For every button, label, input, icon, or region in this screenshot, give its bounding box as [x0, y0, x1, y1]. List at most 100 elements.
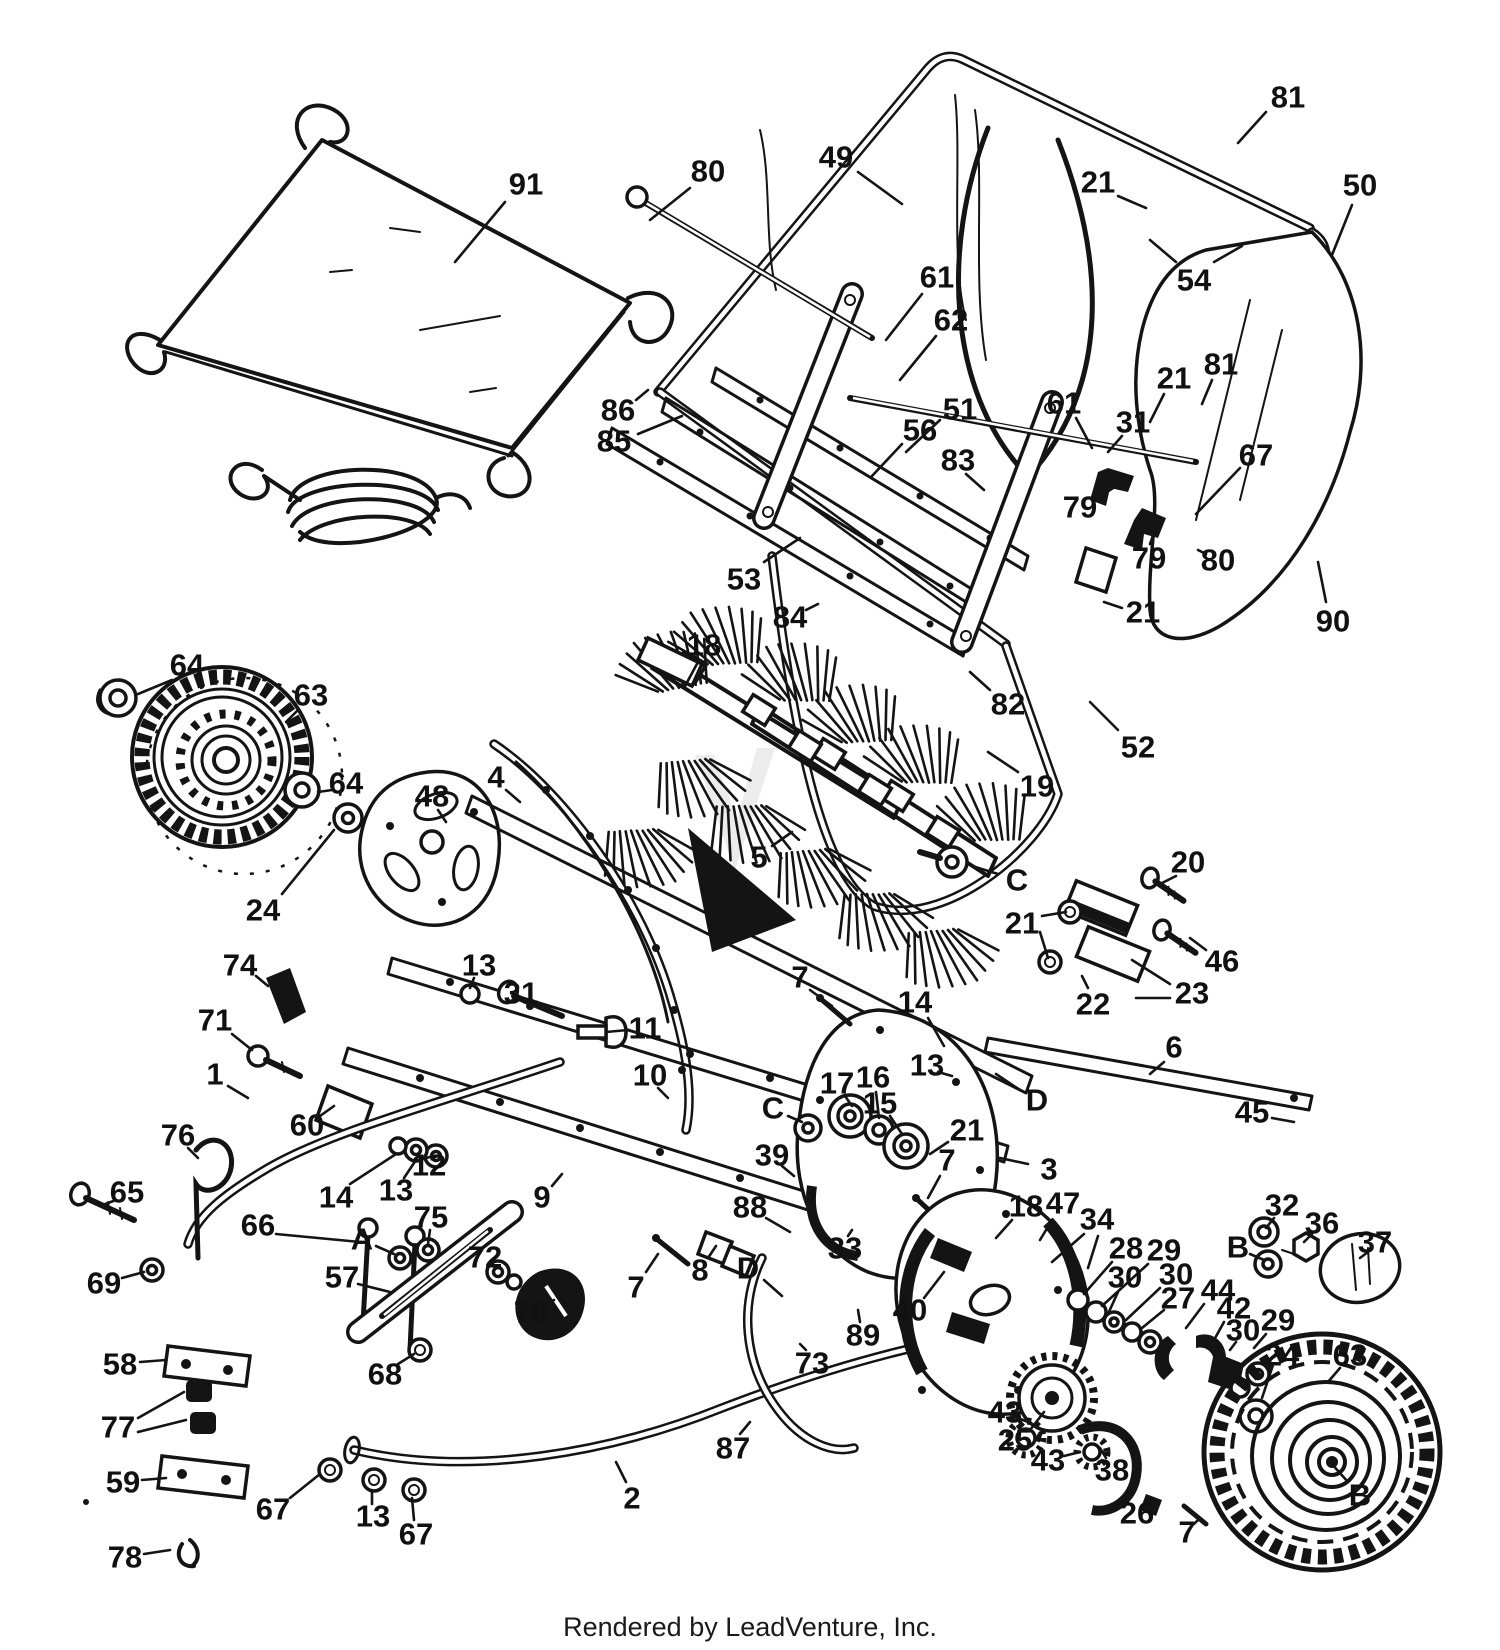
part-label-43: 43: [988, 1395, 1022, 1430]
leader-line-64: [316, 788, 334, 794]
leader-line-64: [136, 678, 174, 696]
leader-line-66: [274, 1232, 362, 1244]
part-label-79: 79: [1132, 541, 1166, 576]
leader-line-24: [1260, 1366, 1274, 1400]
part-label-30: 30: [1108, 1260, 1142, 1295]
part-label-36: 36: [1305, 1206, 1339, 1241]
leader-line-21: [928, 1140, 950, 1156]
leader-line-81: [1200, 378, 1214, 406]
part-label-10: 10: [633, 1058, 667, 1093]
leader-line-63: [284, 708, 300, 724]
part-label-37: 37: [1358, 1225, 1392, 1260]
part-label-18: 18: [1009, 1189, 1043, 1224]
part-label-34: 34: [1080, 1202, 1115, 1237]
part-label-88: 88: [733, 1190, 767, 1225]
leader-line-57: [356, 1282, 392, 1294]
leader-line-25: [1028, 1410, 1046, 1432]
leader-line-34: [1050, 1232, 1086, 1264]
leader-line-63: [1326, 1366, 1342, 1384]
leader-line-52: [1088, 700, 1120, 732]
leader-line-48: [436, 808, 448, 824]
leader-line-6: [1148, 1060, 1166, 1076]
leader-line-49: [856, 170, 904, 206]
leader-line-31: [530, 998, 546, 1010]
part-label-13: 13: [910, 1048, 944, 1083]
leader-line-32: [1264, 1216, 1276, 1230]
part-label-89: 89: [846, 1318, 880, 1353]
part-label-15: 15: [863, 1086, 897, 1121]
part-label-14: 14: [319, 1180, 354, 1215]
leader-line-42: [1212, 1320, 1226, 1342]
leader-line-67: [288, 1472, 322, 1500]
part-label-80: 80: [691, 154, 725, 189]
part-label-7: 7: [791, 960, 808, 995]
leader-line-37: [1358, 1250, 1370, 1260]
leader-line-16: [874, 1090, 881, 1120]
leader-line-21: [1116, 194, 1148, 210]
leader-line-79: [1148, 528, 1157, 546]
leader-line-1: [226, 1084, 250, 1100]
part-label-68: 68: [368, 1357, 402, 1392]
part-label-75: 75: [414, 1200, 448, 1235]
leader-line-7: [1192, 1516, 1202, 1526]
part-label-70: 70: [514, 1295, 548, 1330]
leader-line-74: [254, 974, 270, 988]
spacers-77: [186, 1380, 216, 1434]
leader-line-47: [1038, 1218, 1054, 1242]
part-label-13: 13: [379, 1173, 413, 1208]
part-label-50: 50: [1343, 168, 1377, 203]
leader-line-80: [1196, 548, 1208, 556]
part-label-63: 63: [1333, 1338, 1367, 1373]
leader-line-54: [1212, 244, 1244, 264]
leader-line-84: [804, 602, 820, 612]
part-label-81: 81: [1271, 80, 1305, 115]
leader-line-29: [1252, 1332, 1268, 1350]
leader-line-9: [550, 1172, 564, 1188]
part-label-23: 23: [1175, 976, 1209, 1011]
leader-line-22: [1080, 974, 1090, 990]
part-label-A: A: [351, 1222, 373, 1257]
part-label-61: 61: [920, 260, 954, 295]
leader-line-50: [1330, 203, 1354, 257]
part-label-21: 21: [1005, 906, 1039, 941]
part-label-90: 90: [1316, 604, 1350, 639]
leader-line-78: [142, 1548, 172, 1556]
leader-line-34: [1086, 1234, 1100, 1270]
part-label-7: 7: [627, 1270, 644, 1305]
part-label-30: 30: [1226, 1313, 1260, 1348]
leader-line-14: [926, 1016, 946, 1048]
part-label-45: 45: [1235, 1095, 1269, 1130]
part-label-21: 21: [1126, 595, 1160, 630]
part-label-72: 72: [468, 1240, 502, 1275]
part-label-39: 39: [755, 1138, 789, 1173]
leader-line-20: [1158, 874, 1178, 886]
leader-line-43: [1062, 1450, 1082, 1458]
part-label-69: 69: [87, 1266, 121, 1301]
leader-line-60: [318, 1104, 336, 1118]
part-label-14: 14: [898, 985, 933, 1020]
part-label-52: 52: [1121, 730, 1155, 765]
part-label-58: 58: [103, 1347, 137, 1382]
leader-line-51: [904, 418, 942, 454]
leader-line-21: [1040, 910, 1068, 918]
leader-line-13: [468, 976, 476, 990]
part-label-80: 80: [1201, 543, 1235, 578]
part-label-5: 5: [750, 840, 767, 875]
part-label-73: 73: [795, 1346, 829, 1381]
leader-line-88: [764, 1216, 792, 1234]
leader-line-53: [762, 536, 802, 564]
leader-line-80: [648, 186, 692, 222]
part-label-62: 62: [934, 303, 968, 338]
leader-line-40: [922, 1270, 946, 1300]
part-label-67: 67: [399, 1517, 433, 1552]
part-label-48: 48: [415, 779, 449, 814]
leader-line-89: [856, 1308, 862, 1324]
leader-line-81: [1236, 110, 1268, 145]
part-label-46: 46: [1205, 944, 1239, 979]
part-label-63: 63: [294, 678, 328, 713]
part-label-B: B: [1227, 1230, 1249, 1265]
part-label-26: 26: [1120, 1496, 1154, 1531]
part-label-2: 2: [623, 1481, 640, 1516]
